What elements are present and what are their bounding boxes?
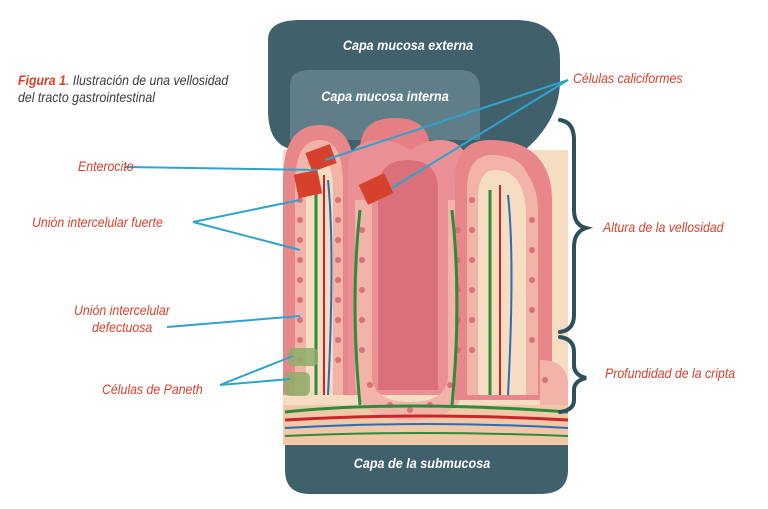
figure-caption: Figura 1. Ilustración de una vellosidad … (18, 72, 229, 106)
leader-lines (124, 79, 569, 386)
inner-mucosa-label: Capa mucosa interna (321, 88, 449, 104)
tight-junction-label: Unión intercelular fuerte (32, 214, 163, 230)
defective-junction-label-line1: Unión intercelular (74, 302, 170, 318)
paneth-cells-shapes (284, 348, 318, 396)
enterocyte-label: Enterocito (78, 158, 134, 174)
crypt-depth-label: Profundidad de la cripta (605, 365, 736, 381)
blood-vessels (284, 175, 569, 437)
submucosa-band (285, 440, 568, 494)
dimension-braces (558, 118, 594, 414)
defective-junction-label-line2: defectuosa (92, 319, 153, 335)
outer-mucosa-label: Capa mucosa externa (342, 37, 474, 53)
figure-caption-text: . Ilustración de una vellosidad del trac… (18, 72, 229, 105)
right-crypt-lip (540, 360, 568, 405)
figure-number: Figura 1 (18, 72, 66, 88)
submucosa-label: Capa de la submucosa (353, 455, 491, 471)
highlighted-enterocytes (293, 144, 394, 205)
paneth-cells-label: Células de Paneth (102, 381, 203, 397)
inner-mucosa-band (290, 70, 480, 140)
goblet-cells-label: Células caliciformes (573, 70, 683, 86)
villus-height-label: Altura de la vellosidad (603, 219, 724, 235)
right-villus (455, 140, 552, 400)
epithelial-cells (297, 197, 548, 413)
